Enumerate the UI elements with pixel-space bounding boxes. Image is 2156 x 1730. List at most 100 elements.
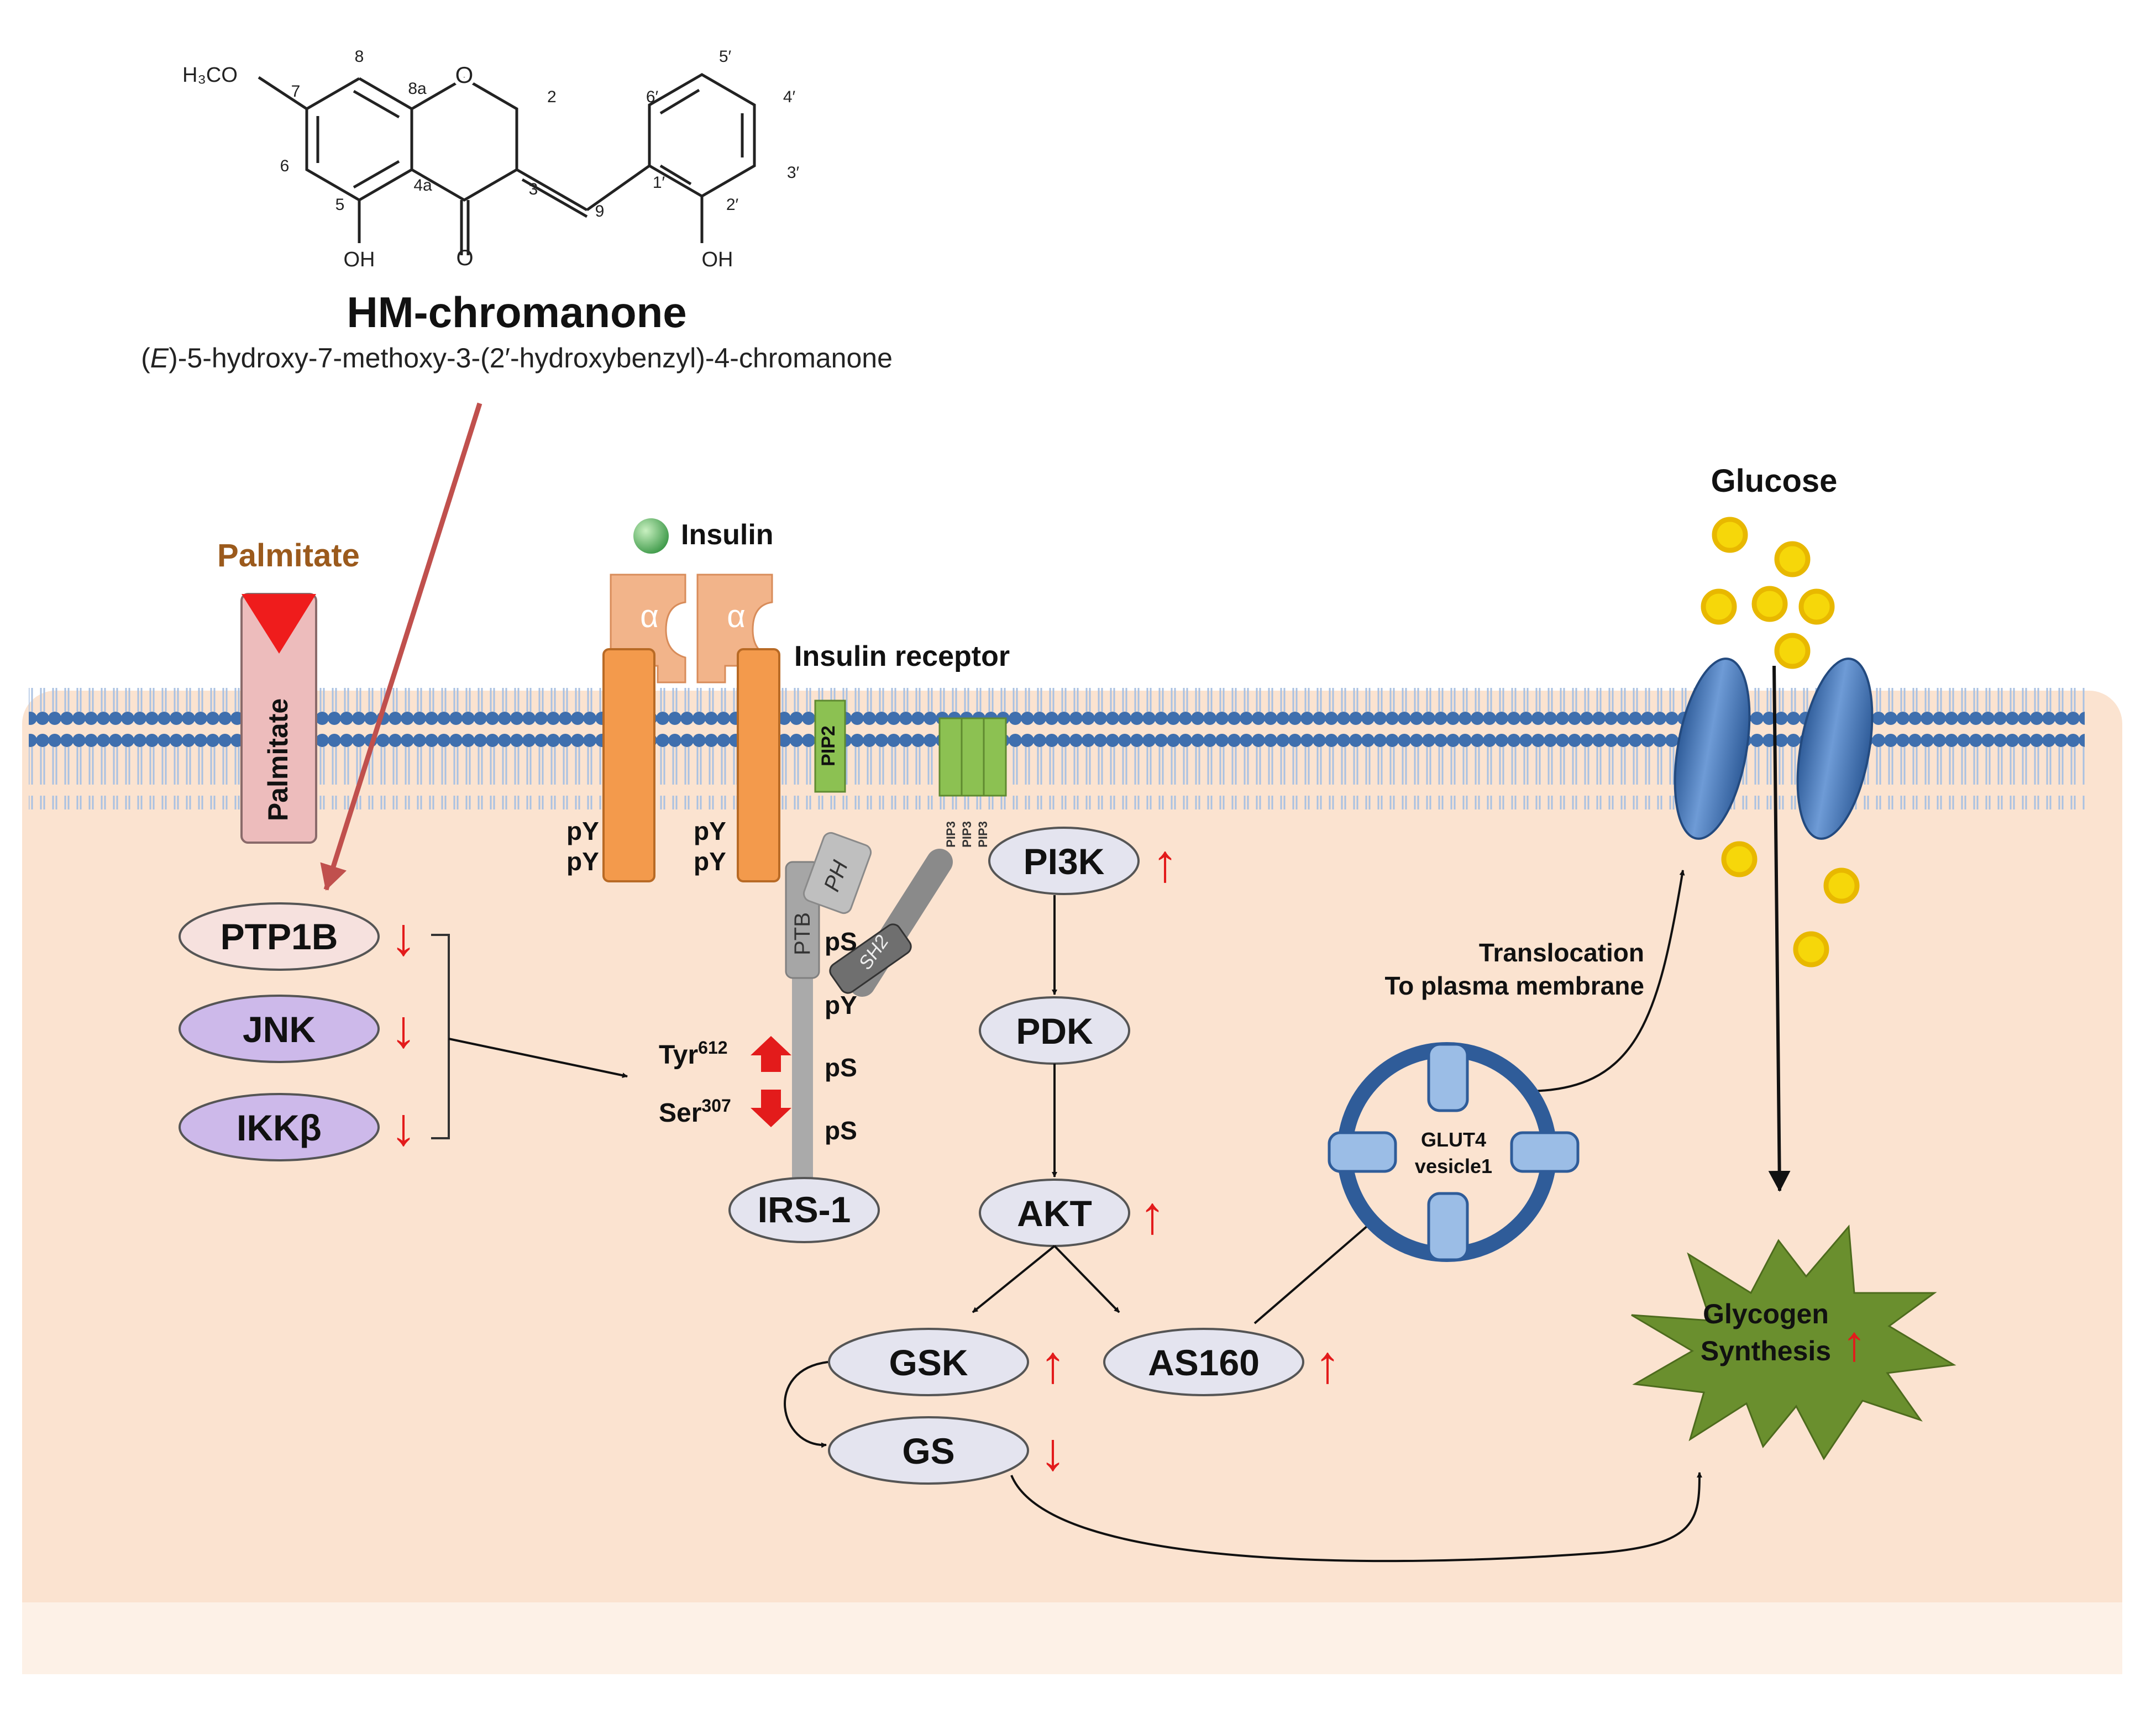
pip2-label: PIP2 bbox=[818, 725, 839, 766]
gs-node bbox=[828, 1416, 1029, 1485]
palmitate-triangle bbox=[242, 594, 316, 654]
translocation-label: Translocation bbox=[1479, 938, 1644, 967]
glucose-dot bbox=[1774, 633, 1811, 669]
atom-number: 6′ bbox=[646, 88, 659, 106]
glut4-vesicle-label: vesicle1 bbox=[1415, 1155, 1492, 1177]
atom-number: 7 bbox=[291, 82, 301, 101]
as160-label: AS160 bbox=[1148, 1342, 1260, 1383]
ser-superscript: 307 bbox=[701, 1096, 731, 1116]
left-regulation-arrows: ↓ ↓ ↓ bbox=[390, 907, 417, 1156]
iupac-prefix: ( bbox=[141, 343, 150, 374]
cytoplasm-region bbox=[22, 691, 2122, 1663]
ptp1b-down-arrow: ↓ bbox=[390, 907, 417, 966]
phospho-site: pY bbox=[566, 847, 599, 876]
receptor-beta-right bbox=[737, 648, 780, 882]
alpha-label: α bbox=[727, 598, 746, 634]
carbonyl-oxygen-label: O bbox=[456, 246, 473, 270]
pdk-label: PDK bbox=[1016, 1011, 1093, 1051]
ptp1b-node bbox=[179, 902, 380, 971]
gsk-to-gs-arrow bbox=[784, 1361, 828, 1448]
pip3-block bbox=[938, 717, 963, 797]
gs-down-arrow: ↓ bbox=[1040, 1422, 1066, 1481]
tyr612-label: Tyr612 bbox=[659, 1038, 728, 1070]
glucose-transporter-left bbox=[1674, 658, 1751, 840]
inhibitor-to-irs1-arrow bbox=[448, 1038, 628, 1079]
irs1-node bbox=[728, 1177, 880, 1243]
atom-number: 4′ bbox=[783, 88, 796, 106]
as160-to-glut4-arrow bbox=[1253, 1217, 1377, 1324]
ser307-label: Ser307 bbox=[659, 1096, 731, 1128]
pip2-block bbox=[814, 700, 846, 793]
insulin-icon bbox=[633, 518, 669, 554]
ikkb-down-arrow: ↓ bbox=[390, 1097, 417, 1156]
glucose-dot bbox=[1721, 841, 1758, 877]
atom-number: 3′ bbox=[787, 164, 800, 182]
gs-to-glycogen-arrow bbox=[1010, 1472, 1702, 1563]
irs1-phospho-sites: pS pY pS pS bbox=[825, 927, 857, 1145]
insulin-label: Insulin bbox=[681, 519, 774, 551]
receptor-phospho-sites: pY pY pY pY bbox=[566, 817, 726, 876]
cytoplasm-fade bbox=[22, 1602, 2122, 1674]
atom-number: 2 bbox=[547, 88, 557, 106]
akt-label: AKT bbox=[1017, 1193, 1092, 1234]
pip3-label: PIP3 bbox=[976, 821, 990, 848]
pathway-arrows bbox=[784, 870, 1702, 1563]
insulin-receptor-label: Insulin receptor bbox=[794, 640, 1010, 672]
akt-up-arrow: ↑ bbox=[1139, 1186, 1166, 1245]
pi3k-sh2-linker bbox=[829, 849, 953, 997]
atom-number: 2′ bbox=[726, 196, 739, 214]
phospho-site: pY bbox=[694, 847, 726, 876]
glucose-transporter-right bbox=[1796, 658, 1874, 840]
as160-up-arrow: ↑ bbox=[1314, 1335, 1341, 1394]
ikkb-label: IKKβ bbox=[237, 1107, 322, 1148]
glut4-channel bbox=[1427, 1043, 1469, 1112]
ph-domain bbox=[802, 832, 872, 914]
ptb-label: PTB bbox=[790, 912, 815, 955]
iupac-rest: )-5-hydroxy-7-methoxy-3-(2′-hydroxybenzy… bbox=[169, 343, 893, 374]
akt-to-gsk-arrow bbox=[972, 1245, 1056, 1313]
synthesis-label: Synthesis bbox=[1701, 1335, 1831, 1366]
jnk-down-arrow: ↓ bbox=[390, 1000, 417, 1059]
tyr-superscript: 612 bbox=[698, 1038, 727, 1058]
glut4-vesicle: GLUT4 vesicle1 bbox=[1328, 1042, 1580, 1262]
glucose-uptake-arrow bbox=[1768, 665, 1791, 1192]
iupac-italic: E bbox=[150, 343, 169, 374]
molecule-iupac-name: (E)-5-hydroxy-7-methoxy-3-(2′-hydroxyben… bbox=[141, 343, 893, 374]
oh-5-label: OH bbox=[344, 248, 375, 271]
glucose-dot bbox=[1774, 541, 1811, 577]
inhibitor-bracket bbox=[431, 934, 450, 1139]
palmitate-bar-label: Palmitate bbox=[263, 698, 293, 821]
irs1-stalk bbox=[792, 950, 813, 1193]
pip3-block bbox=[983, 717, 1007, 797]
atom-number: 6 bbox=[280, 157, 290, 175]
pip3-label: PIP3 bbox=[960, 821, 974, 848]
glycogen-up-arrow: ↑ bbox=[1842, 1316, 1867, 1371]
glucose-molecules bbox=[1701, 517, 1860, 967]
ring-oxygen-label: O bbox=[455, 62, 474, 88]
hm-chromanone-arrow bbox=[320, 402, 482, 891]
methoxy-label: H₃CO bbox=[182, 64, 238, 87]
glut4-label: GLUT4 bbox=[1421, 1128, 1486, 1151]
gs-label: GS bbox=[902, 1431, 954, 1471]
atom-numbers: 8 8a 2 7 6 5 4a 3 9 1′ 2′ 3′ 4′ 5′ 6′ bbox=[280, 48, 800, 220]
palmitate-label: Palmitate bbox=[217, 538, 360, 574]
pip3-block bbox=[961, 717, 985, 797]
atom-number: 3 bbox=[529, 180, 538, 198]
glucose-dot bbox=[1701, 588, 1737, 625]
atom-number: 5 bbox=[335, 196, 345, 214]
atom-number: 4a bbox=[413, 176, 432, 194]
phospho-site: pY bbox=[694, 817, 726, 845]
pi3k-label: PI3K bbox=[1024, 841, 1105, 882]
glucose-dot bbox=[1823, 867, 1860, 904]
alpha-label: α bbox=[640, 598, 659, 634]
ser-text: Ser bbox=[659, 1098, 701, 1128]
phospho-site: pY bbox=[825, 991, 857, 1019]
gsk-up-arrow: ↑ bbox=[1040, 1335, 1066, 1394]
translocation-target-label: To plasma membrane bbox=[1384, 971, 1644, 1000]
hm-chromanone-structure bbox=[258, 73, 756, 255]
phospho-site: pS bbox=[825, 1116, 857, 1145]
ikkb-node bbox=[179, 1093, 380, 1161]
gsk-label: GSK bbox=[889, 1342, 968, 1383]
sh2-domain bbox=[829, 923, 912, 994]
glucose-label: Glucose bbox=[1711, 463, 1838, 499]
